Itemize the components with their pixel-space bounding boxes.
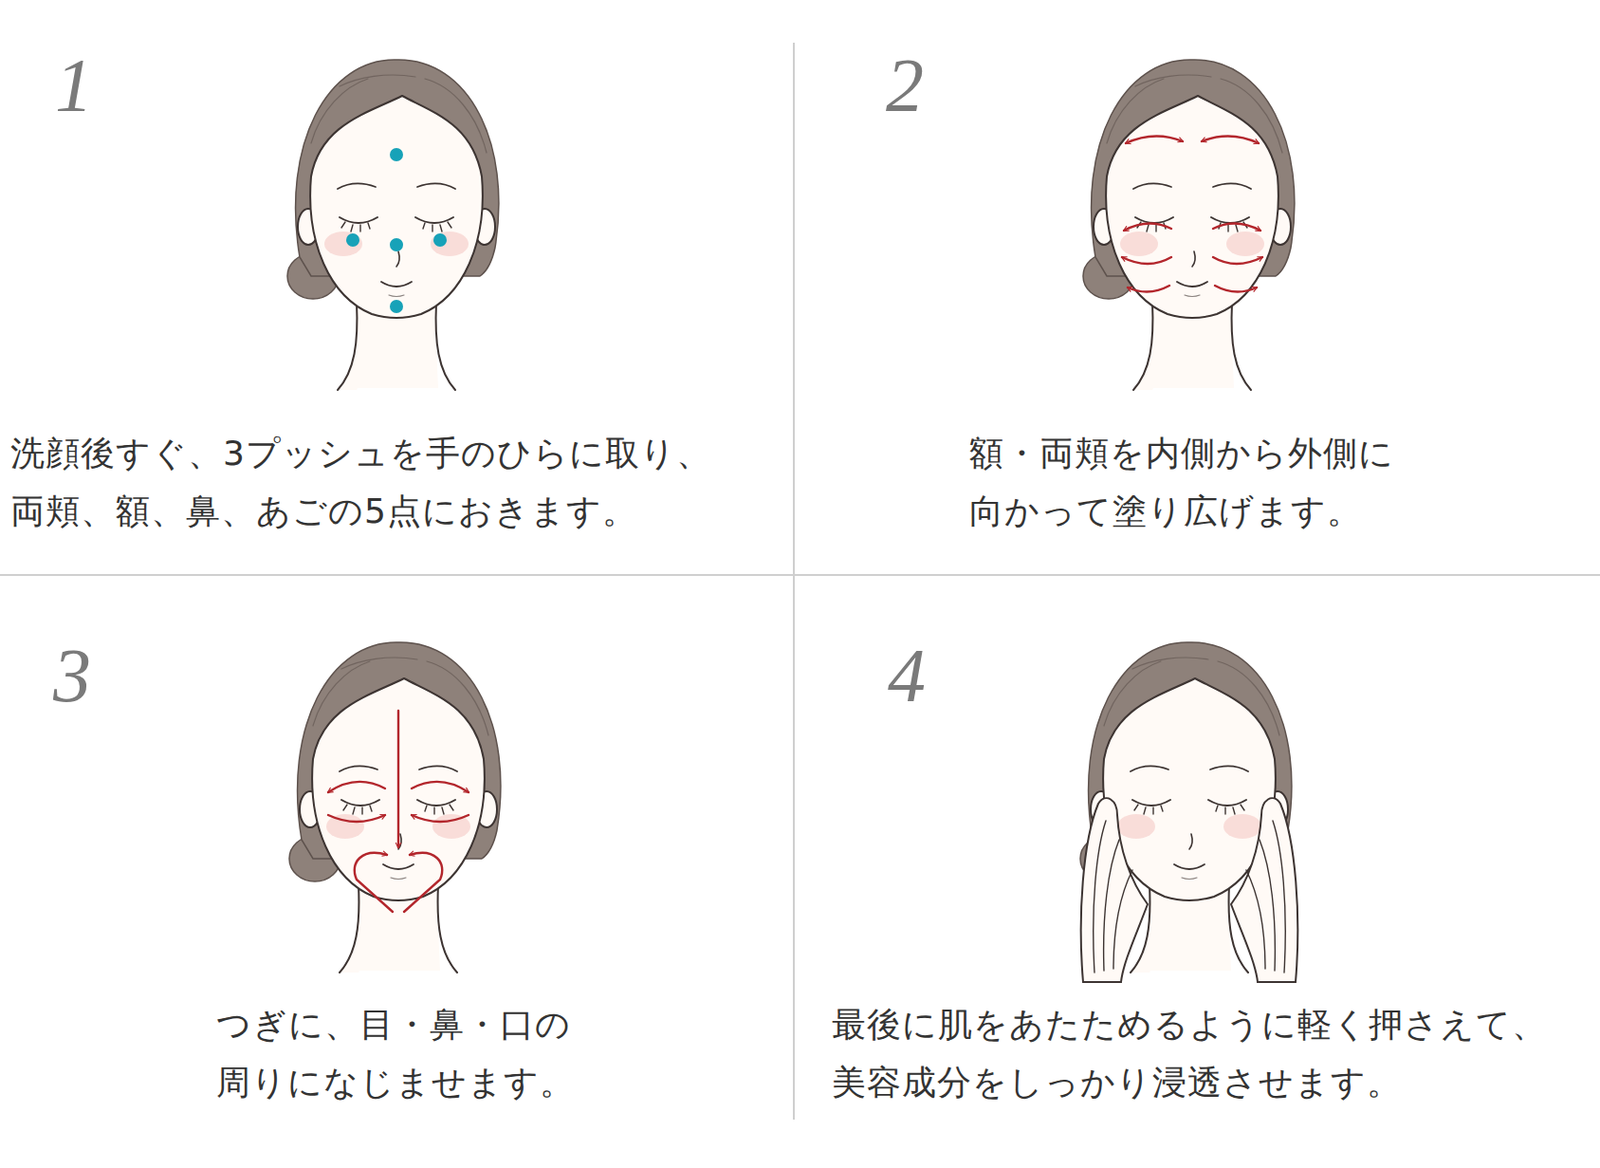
motion-arrow — [1125, 135, 1183, 144]
face-outline — [310, 95, 483, 318]
motion-arrow — [1123, 222, 1172, 231]
motion-arrow — [1213, 222, 1261, 231]
neck-line — [1133, 302, 1153, 390]
eyebrow — [1133, 183, 1172, 189]
mouth — [1177, 281, 1208, 287]
step-number: 2 — [885, 47, 924, 124]
mouth — [383, 864, 414, 869]
motion-arrow — [404, 852, 442, 912]
lip — [1184, 294, 1200, 297]
eyelash — [422, 221, 452, 232]
step-number: 1 — [55, 47, 93, 124]
eyebrow — [1210, 765, 1249, 772]
eyebrow — [1130, 765, 1169, 772]
eyelash — [1215, 804, 1245, 814]
cream-dot — [389, 299, 404, 313]
eyebrow — [417, 183, 456, 189]
nose — [1192, 251, 1196, 267]
eyelash — [343, 804, 372, 814]
face-illustration — [287, 59, 499, 390]
lip — [1181, 877, 1197, 880]
motion-arrow — [1214, 285, 1257, 293]
blush — [1223, 813, 1262, 839]
neck-line — [339, 884, 359, 973]
motion-arrow — [328, 814, 386, 822]
blush — [1120, 231, 1159, 257]
face-illustration — [1080, 642, 1298, 982]
cream-dot — [389, 147, 404, 162]
divider — [792, 42, 795, 1120]
step-caption: 最後に肌をあたためるように軽く押さえて、 美容成分をしっかり浸透させます。 — [831, 994, 1551, 1111]
motion-arrow — [1121, 257, 1172, 264]
mouth — [381, 281, 412, 287]
eyebrow — [337, 183, 376, 189]
step-number: 4 — [887, 637, 926, 714]
face-outline — [312, 678, 485, 901]
face-illustration — [1083, 59, 1295, 390]
hand-outline — [1081, 797, 1148, 982]
step-number: 3 — [53, 637, 92, 714]
motion-arrow — [1213, 257, 1263, 264]
neck-line — [337, 302, 357, 390]
motion-arrow — [397, 710, 400, 847]
step-caption: 洗顔後すぐ、3プッシュを手のひらに取り、 両頬、額、鼻、あごの5点におきます。 — [10, 423, 716, 540]
finger-line — [1103, 839, 1120, 971]
nose — [1189, 833, 1193, 849]
motion-arrow — [1201, 135, 1259, 144]
blush — [324, 231, 363, 257]
lip — [390, 877, 406, 880]
eyebrow — [339, 765, 378, 772]
step-caption: つぎに、目・鼻・口の 周りになじませます。 — [216, 994, 575, 1111]
face-outline — [1103, 678, 1276, 901]
eyelash — [424, 804, 454, 814]
eyebrow — [1213, 183, 1251, 189]
face-outline — [1105, 95, 1279, 318]
blush — [1226, 231, 1265, 257]
neck-line — [1232, 302, 1251, 390]
neck-line — [438, 884, 458, 973]
cream-dot — [389, 238, 404, 252]
finger-line — [1246, 869, 1266, 969]
cream-dot — [433, 233, 447, 247]
face-illustration — [289, 642, 501, 973]
neck-line — [436, 302, 456, 390]
motion-arrow — [1127, 285, 1170, 293]
motion-arrow — [328, 781, 386, 792]
mouth — [1174, 864, 1205, 869]
step-caption: 額・両頬を内側から外側に 向かって塗り広げます。 — [969, 423, 1398, 540]
eyebrow — [419, 765, 458, 772]
finger-line — [1113, 869, 1133, 969]
cream-dot — [346, 233, 360, 247]
eyelash — [1134, 804, 1163, 814]
hand — [1081, 797, 1148, 982]
lip — [388, 294, 405, 297]
blush — [1117, 813, 1156, 839]
hand-outline — [1231, 797, 1298, 982]
blush — [430, 231, 469, 257]
hand — [1231, 797, 1298, 982]
finger-line — [1259, 839, 1275, 971]
nose — [396, 251, 400, 267]
motion-arrow — [411, 814, 469, 822]
motion-arrow — [354, 852, 393, 912]
motion-arrow — [411, 781, 469, 792]
divider — [0, 573, 1600, 576]
eyelash — [341, 221, 370, 232]
